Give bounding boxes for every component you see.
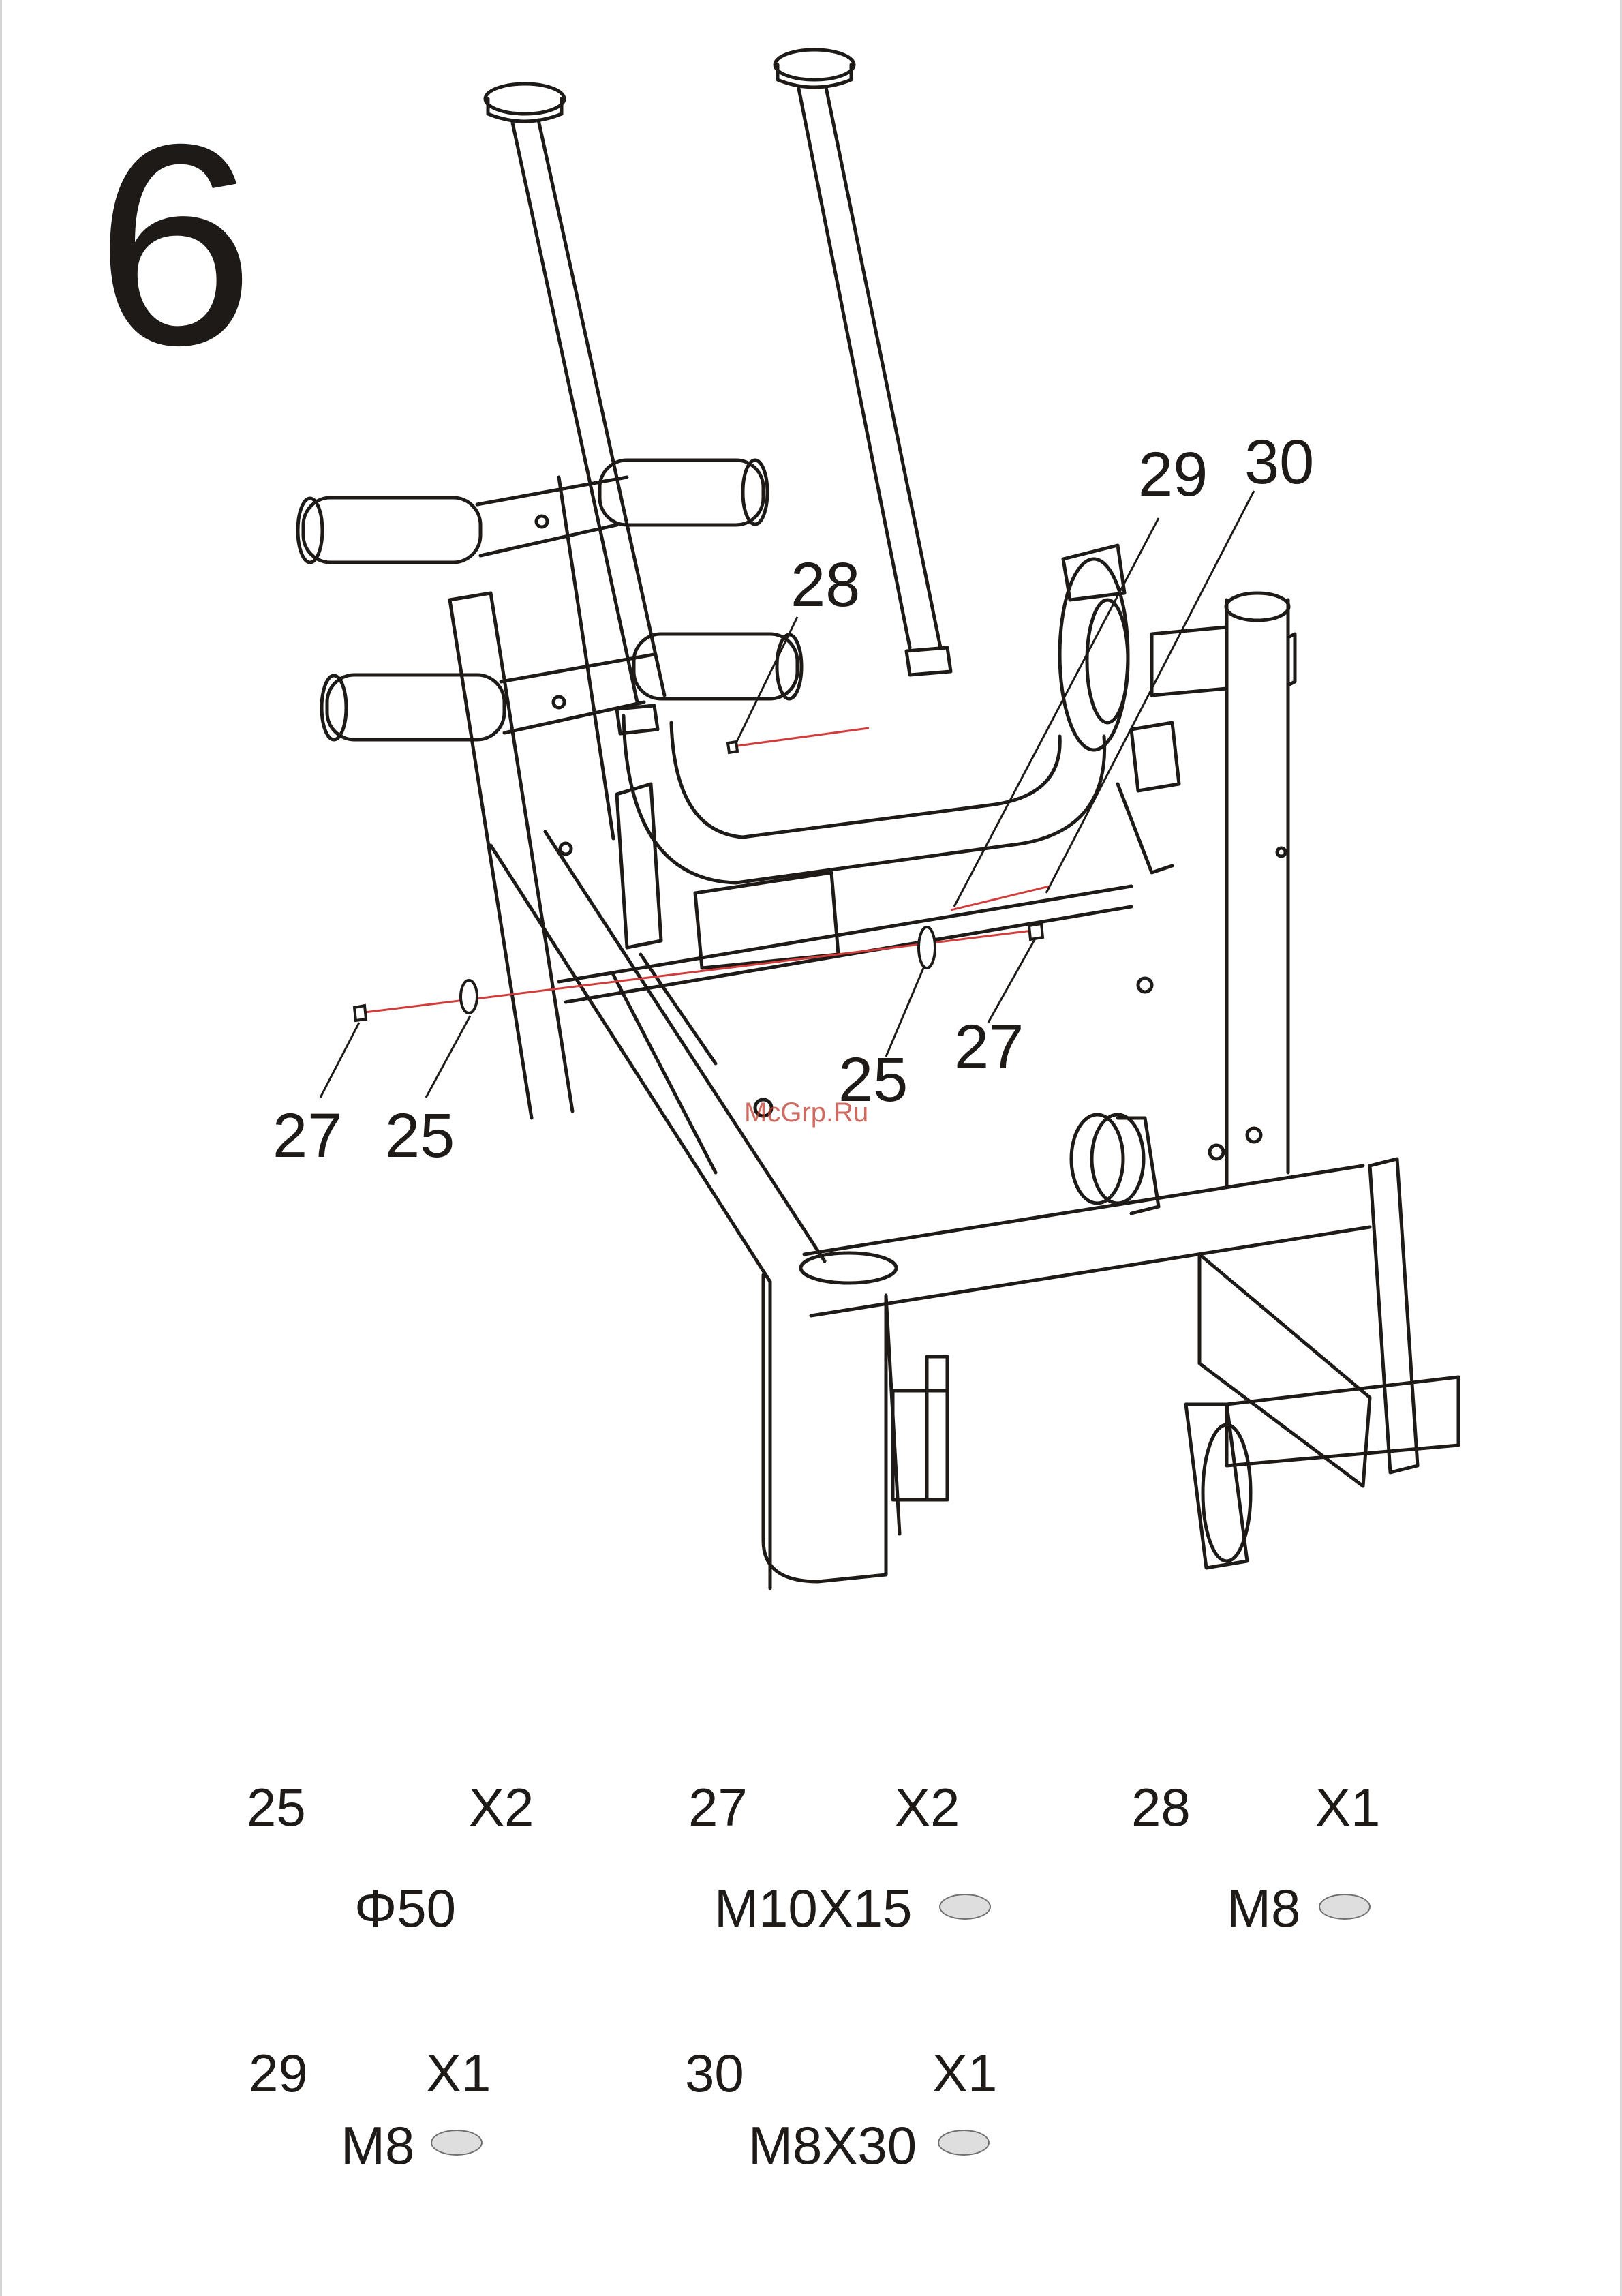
- leader-27-left: [320, 1023, 359, 1098]
- foot-grip-upper: [298, 460, 767, 562]
- main-frame-upright: [450, 477, 825, 1588]
- part-quantity: X2: [895, 1781, 960, 1834]
- assembly-diagram: [0, 0, 1622, 1622]
- watermark: McGrp.Ru: [744, 1098, 868, 1128]
- leader-27-right: [988, 937, 1036, 1023]
- rear-stabilizer: [1186, 1159, 1458, 1568]
- rear-post: [1152, 593, 1295, 1186]
- leader-29: [954, 518, 1159, 907]
- part-number: 28: [1131, 1781, 1191, 1834]
- leader-28: [736, 617, 797, 743]
- part-size: M8X30: [748, 2119, 917, 2172]
- hardware-marker-oval: [1319, 1894, 1371, 1920]
- callout-25-left: 25: [385, 1104, 455, 1167]
- part-number: 30: [685, 2046, 744, 2100]
- handlebar-left: [485, 84, 664, 702]
- foot-grip-lower: [322, 634, 801, 740]
- part-quantity: X1: [426, 2046, 491, 2100]
- washer-25-left: [461, 980, 477, 1013]
- hardware-marker-oval: [938, 2130, 990, 2156]
- part-size: M8: [1227, 1882, 1300, 1935]
- part-size: M10X15: [714, 1882, 913, 1935]
- leader-30: [1046, 491, 1254, 893]
- front-leg: [763, 1275, 947, 1582]
- nut-28-marker: [728, 742, 737, 753]
- part-size: Φ50: [354, 1882, 456, 1935]
- part-number: 29: [249, 2046, 308, 2100]
- callout-29: 29: [1138, 443, 1208, 506]
- callout-27-right: 27: [954, 1016, 1024, 1078]
- bolt-27-left: [354, 1006, 366, 1021]
- callout-30: 30: [1244, 431, 1314, 494]
- washer-25-right: [919, 927, 935, 968]
- part-number: 27: [688, 1781, 748, 1834]
- part-size: M8: [341, 2119, 414, 2172]
- callout-28: 28: [791, 554, 860, 616]
- callout-27-left: 27: [273, 1104, 342, 1167]
- part-quantity: X2: [469, 1781, 534, 1834]
- leader-25-left: [426, 1016, 470, 1098]
- hardware-marker-oval: [939, 1894, 991, 1920]
- u-shaped-bracket: [617, 648, 1105, 883]
- bolt-27-right: [1029, 924, 1043, 939]
- guide-line-28: [733, 728, 869, 746]
- hardware-marker-oval: [431, 2130, 483, 2156]
- part-number: 25: [247, 1781, 306, 1834]
- part-quantity: X1: [1315, 1781, 1380, 1834]
- part-quantity: X1: [932, 2046, 997, 2100]
- leader-25-right: [886, 968, 923, 1057]
